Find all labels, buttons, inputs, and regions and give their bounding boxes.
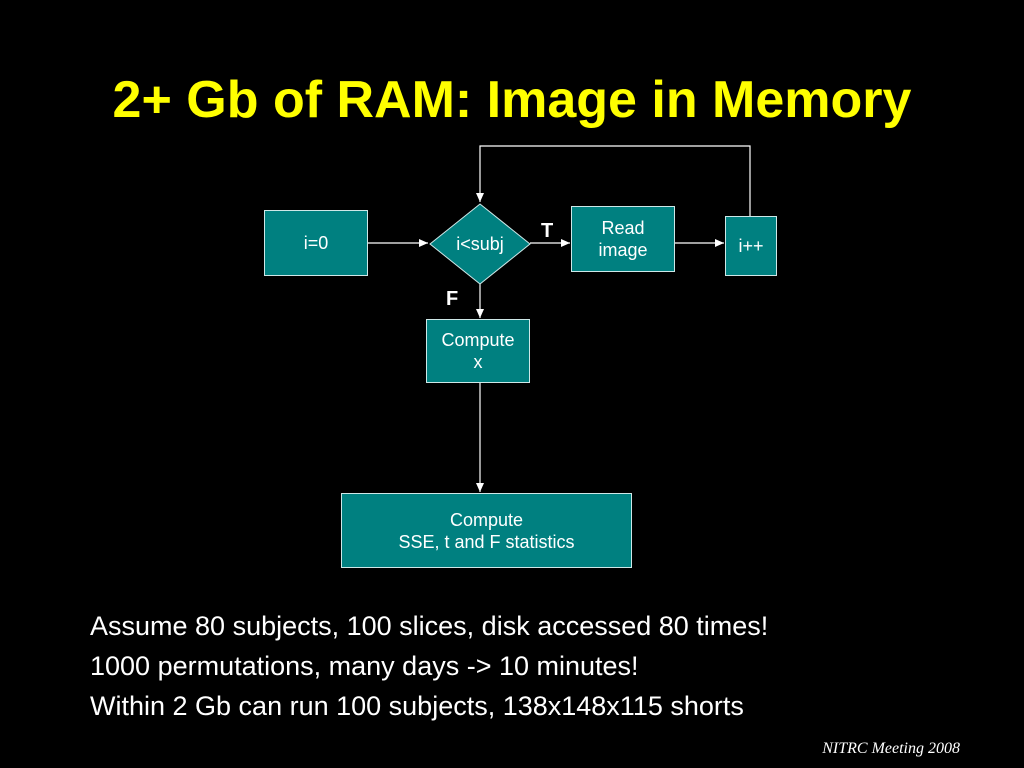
note-line: 1000 permutations, many days -> 10 minut… [90, 651, 639, 681]
condition-label: i<subj [456, 234, 504, 254]
compute-x-node: Compute x [426, 319, 530, 383]
init-node: i=0 [264, 210, 368, 276]
slide-title: 2+ Gb of RAM: Image in Memory [112, 71, 912, 129]
increment-node: i++ [725, 216, 777, 276]
false-branch-label: F [446, 288, 459, 310]
condition-diamond [429, 203, 531, 285]
compute-stats-node: Compute SSE, t and F statistics [341, 493, 632, 568]
arrow-loop-back [476, 145, 751, 216]
notes-block: Assume 80 subjects, 100 slices, disk acc… [90, 606, 768, 726]
true-branch-label: T [541, 220, 554, 242]
footer-text: NITRC Meeting 2008 [822, 740, 960, 757]
note-line: Within 2 Gb can run 100 subjects, 138x14… [90, 691, 744, 721]
note-line: Assume 80 subjects, 100 slices, disk acc… [90, 611, 769, 641]
read-image-node: Read image [571, 206, 675, 272]
